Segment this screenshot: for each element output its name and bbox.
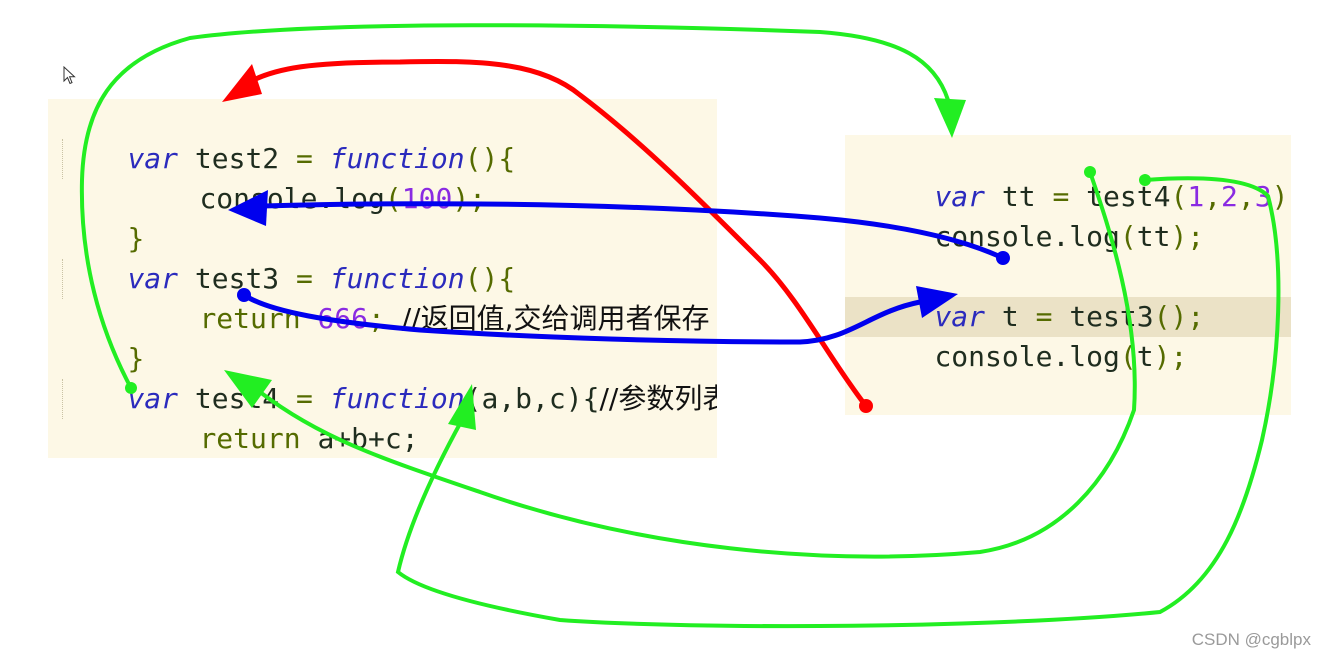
code-line-close-brace: } bbox=[127, 222, 145, 255]
code-line-return-666: return 666; //返回值,交给调用者保存 bbox=[199, 302, 710, 335]
code-line-log-tt: console.log(tt); bbox=[934, 220, 1205, 253]
code-line-call-test4: var tt = test4(1,2,3); bbox=[934, 180, 1291, 213]
code-line-log-t: console.log(t); bbox=[934, 340, 1188, 373]
left-code-panel: var test2 = function(){ console.log(100)… bbox=[48, 99, 717, 458]
code-line-test4-decl: var test4 = function(a,b,c){//参数列表 bbox=[127, 382, 717, 415]
code-line-close-brace: } bbox=[127, 342, 145, 375]
code-line-return-sum: return a+b+c; bbox=[199, 422, 419, 455]
indent-guide bbox=[62, 259, 63, 299]
red-arrowhead bbox=[222, 64, 262, 102]
mouse-pointer-icon bbox=[63, 66, 76, 85]
code-line-console-log-100: console.log(100); bbox=[199, 182, 487, 215]
indent-guide bbox=[62, 139, 63, 179]
watermark: CSDN @cgblpx bbox=[1191, 630, 1311, 649]
code-line-close-brace: } bbox=[60, 419, 144, 458]
code-line-test3-decl: var test3 = function(){ bbox=[127, 262, 516, 295]
indent-guide bbox=[62, 379, 63, 419]
right-code-panel: var tt = test4(1,2,3); console.log(tt); … bbox=[845, 135, 1291, 415]
green-arrowhead-1 bbox=[934, 98, 966, 138]
code-line-test2-decl: var test2 = function(){ bbox=[127, 142, 516, 175]
code-line-call-test3: var t = test3(); bbox=[934, 300, 1205, 333]
code-line-call-test2: test2(); bbox=[867, 377, 1069, 415]
